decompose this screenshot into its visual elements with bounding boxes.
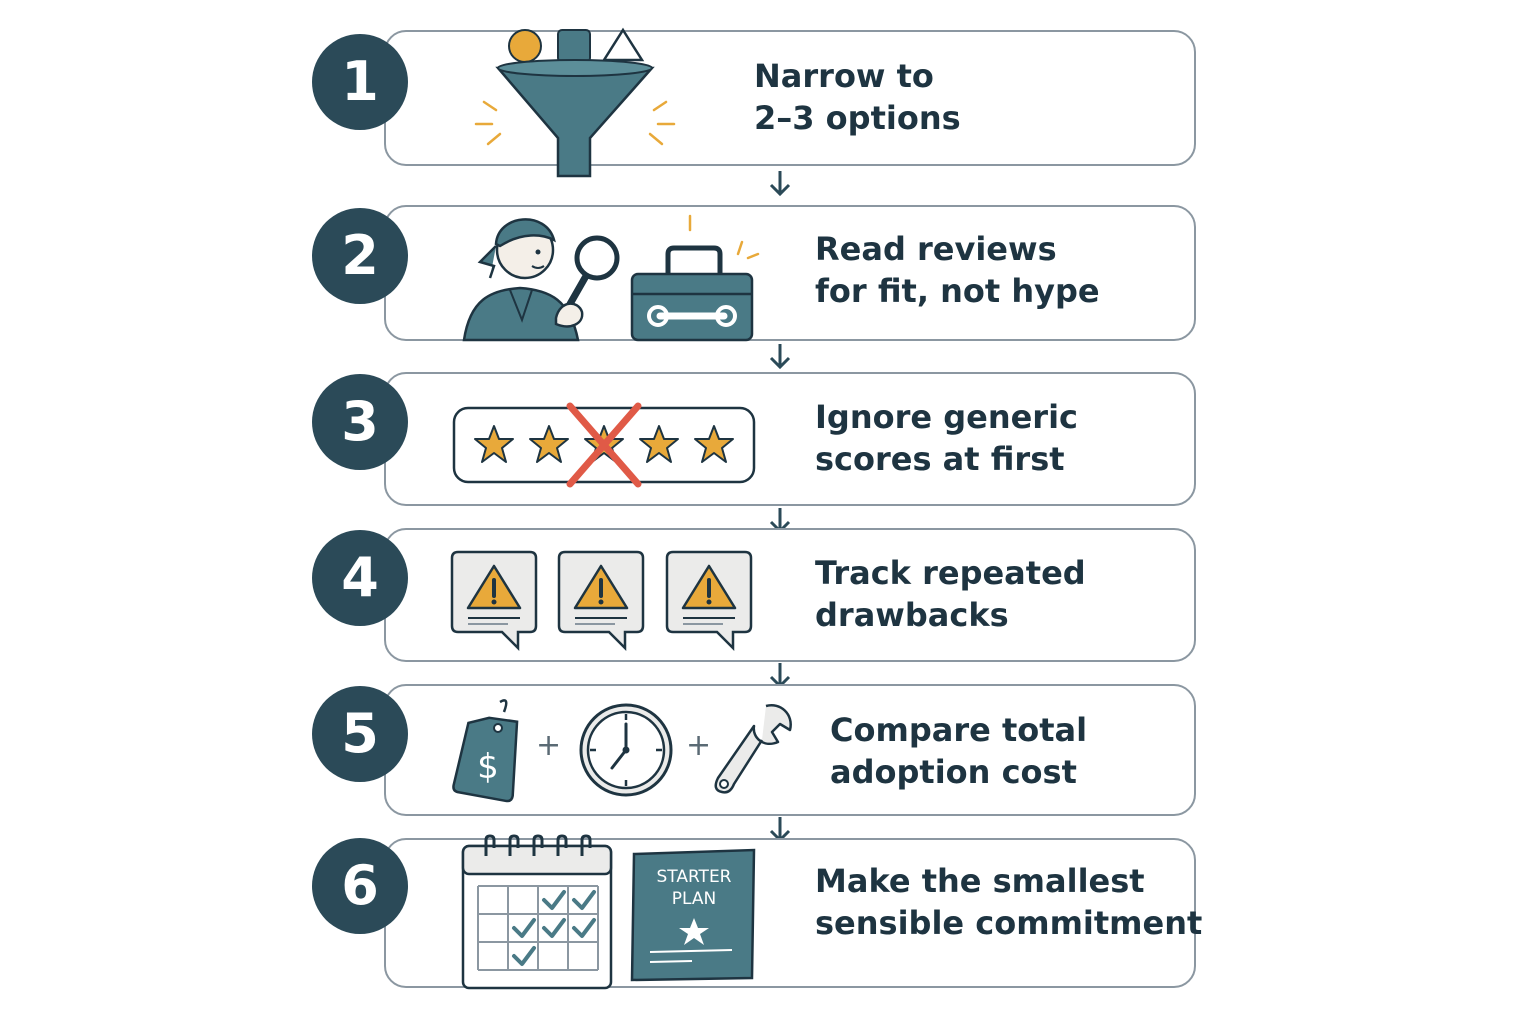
- starter-plan-line2: PLAN: [672, 889, 716, 909]
- toolbox-icon: [630, 214, 760, 342]
- calendar-checklist-icon: [461, 834, 613, 990]
- starter-plan-card-icon: STARTER PLAN: [630, 848, 756, 982]
- price-tag-symbol: $: [477, 747, 499, 787]
- plus-sign: +: [686, 728, 712, 763]
- crossed-out-star-rating-icon: [452, 402, 756, 488]
- step-3-badge: 3: [312, 374, 408, 470]
- reviewer-with-magnifier-icon: [462, 218, 620, 342]
- funnel-icon: [474, 27, 676, 178]
- step-2-label: Read reviews for fit, not hype: [815, 230, 1100, 310]
- step-6-label: Make the smallest sensible commitment: [815, 862, 1203, 942]
- warning-bubble-icon: [665, 550, 753, 652]
- step-4-label: Track repeated drawbacks: [815, 554, 1086, 634]
- price-tag-icon: $: [452, 699, 519, 803]
- step-2-badge: 2: [312, 208, 408, 304]
- step-4-badge: 4: [312, 530, 408, 626]
- step-3-label: Ignore generic scores at first: [815, 398, 1079, 478]
- wrench-icon: [714, 703, 792, 794]
- plus-sign: +: [536, 728, 562, 763]
- step-1-badge: 1: [312, 34, 408, 130]
- step-5-card: [384, 684, 1196, 816]
- warning-bubble-icon: [450, 550, 538, 652]
- warning-bubble-icon: [557, 550, 645, 652]
- arrow-down-icon: [769, 171, 791, 197]
- step-1-label: Narrow to 2–3 options: [754, 57, 961, 137]
- clock-icon: [579, 703, 673, 797]
- step-5-label: Compare total adoption cost: [830, 711, 1088, 791]
- starter-plan-line1: STARTER: [657, 867, 732, 887]
- step-5-badge: 5: [312, 686, 408, 782]
- arrow-down-icon: [769, 344, 791, 370]
- step-6-badge: 6: [312, 838, 408, 934]
